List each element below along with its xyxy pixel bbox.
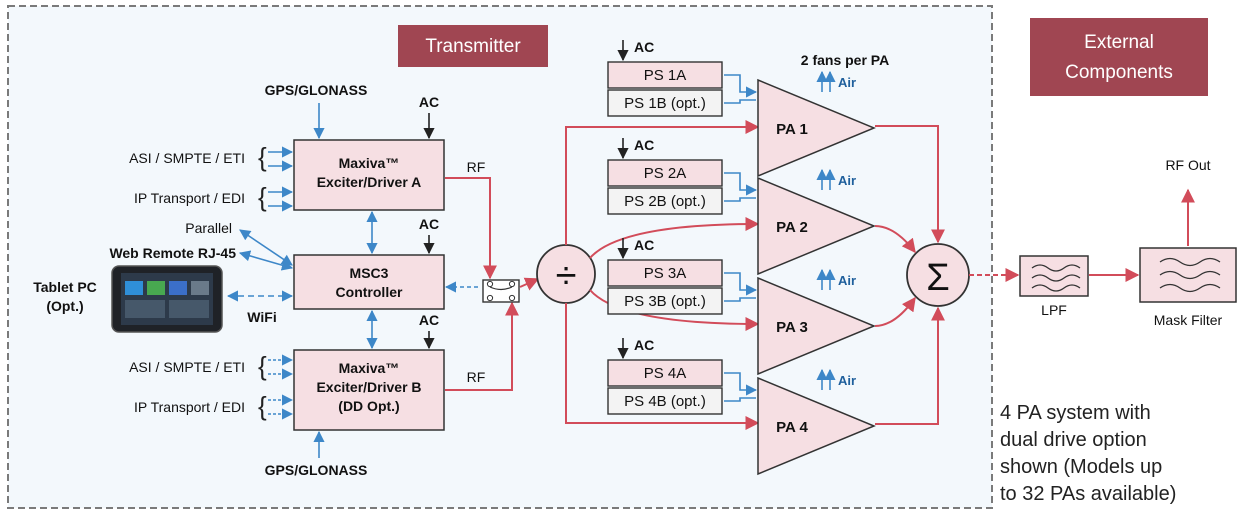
ps-b-block: [607, 89, 723, 117]
ps-a-label: PS 2A: [644, 165, 687, 182]
transmitter-title: Transmitter: [425, 36, 521, 57]
tablet-label-line1: Tablet PC: [33, 279, 97, 295]
note-line3: shown (Models up: [1000, 456, 1162, 478]
pa-amplifier: [757, 276, 876, 376]
ps-ac-label: AC: [634, 39, 654, 55]
exciter-b-block: [293, 349, 445, 431]
rf-label-b: RF: [467, 369, 486, 385]
external-title-line2: Components: [1065, 62, 1173, 83]
pa-label: PA 1: [776, 121, 808, 138]
tablet-image: [111, 265, 223, 333]
wifi-label: WiFi: [247, 309, 276, 325]
ps-b-label: PS 3B (opt.): [624, 293, 706, 310]
exciter-a-line1: Maxiva™: [339, 155, 400, 171]
asi-b-brace: {: [258, 351, 267, 381]
rf-label-a: RF: [467, 159, 486, 175]
mask-filter-block: [1139, 247, 1237, 303]
lpf-label: LPF: [1041, 302, 1067, 318]
external-title-box: [1030, 18, 1208, 96]
exciter-b-line1: Maxiva™: [339, 360, 400, 376]
gps-bottom-label: GPS/GLONASS: [265, 462, 368, 478]
ps-b-block: [607, 387, 723, 415]
controller-block: [293, 254, 445, 310]
ps-b-label: PS 1B (opt.): [624, 95, 706, 112]
rf-out-label: RF Out: [1165, 157, 1210, 173]
pa-label: PA 2: [776, 219, 808, 236]
ps-ac-label: AC: [634, 337, 654, 353]
splitter-symbol: ÷: [556, 255, 577, 297]
ps-ac-label: AC: [634, 237, 654, 253]
pa-label: PA 4: [776, 419, 808, 436]
note-line1: 4 PA system with: [1000, 402, 1151, 424]
air-label: Air: [838, 373, 856, 388]
ip-a-brace: {: [258, 182, 267, 212]
ac-exciter-b: AC: [419, 312, 439, 328]
web-remote-label: Web Remote RJ-45: [109, 245, 236, 261]
ps-ac-label: AC: [634, 137, 654, 153]
exciter-b-line2: Exciter/Driver B: [316, 379, 421, 395]
pa-amplifier: [757, 78, 876, 178]
ps-b-label: PS 2B (opt.): [624, 193, 706, 210]
tablet-label-line2: (Opt.): [46, 298, 83, 314]
air-label: Air: [838, 75, 856, 90]
controller-line2: Controller: [336, 284, 403, 300]
exciter-b-line3: (DD Opt.): [338, 398, 399, 414]
pa-label: PA 3: [776, 319, 808, 336]
ps-a-label: PS 4A: [644, 365, 687, 382]
ps-a-block: [607, 259, 723, 287]
ps-a-block: [607, 159, 723, 187]
exciter-a-block: [293, 139, 445, 211]
mask-filter-label: Mask Filter: [1154, 312, 1223, 328]
parallel-label: Parallel: [185, 220, 232, 236]
rf-switch: [482, 279, 520, 303]
pa-stages: AC PS 1A PS 1B (opt.) Air PA 1 AC PS 2A PS 2B (…: [607, 39, 876, 476]
transmitter-title-box: [398, 25, 548, 67]
ac-exciter-a: AC: [419, 94, 439, 110]
ip-b-brace: {: [258, 391, 267, 421]
combiner-symbol: Σ: [926, 257, 950, 299]
asi-a-brace: {: [258, 142, 267, 172]
ip-a-label: IP Transport / EDI: [134, 190, 245, 206]
note-line4: to 32 PAs available): [1000, 483, 1176, 505]
air-label: Air: [838, 273, 856, 288]
ps-a-block: [607, 61, 723, 89]
note-line2: dual drive option: [1000, 429, 1147, 451]
ac-controller: AC: [419, 216, 439, 232]
pa-amplifier: [757, 376, 876, 476]
exciter-a-line2: Exciter/Driver A: [317, 174, 422, 190]
asi-b-label: ASI / SMPTE / ETI: [129, 359, 245, 375]
asi-a-label: ASI / SMPTE / ETI: [129, 150, 245, 166]
gps-top-label: GPS/GLONASS: [265, 82, 368, 98]
air-label: Air: [838, 173, 856, 188]
ps-b-block: [607, 187, 723, 215]
ps-a-block: [607, 359, 723, 387]
ip-b-label: IP Transport / EDI: [134, 399, 245, 415]
external-title-line1: External: [1084, 32, 1154, 53]
ps-a-label: PS 3A: [644, 265, 687, 282]
ps-b-block: [607, 287, 723, 315]
controller-line1: MSC3: [350, 265, 389, 281]
fans-note: 2 fans per PA: [801, 52, 889, 68]
pa-amplifier: [757, 176, 876, 276]
ps-b-label: PS 4B (opt.): [624, 393, 706, 410]
ps-a-label: PS 1A: [644, 67, 687, 84]
lpf-block: [1019, 255, 1089, 297]
